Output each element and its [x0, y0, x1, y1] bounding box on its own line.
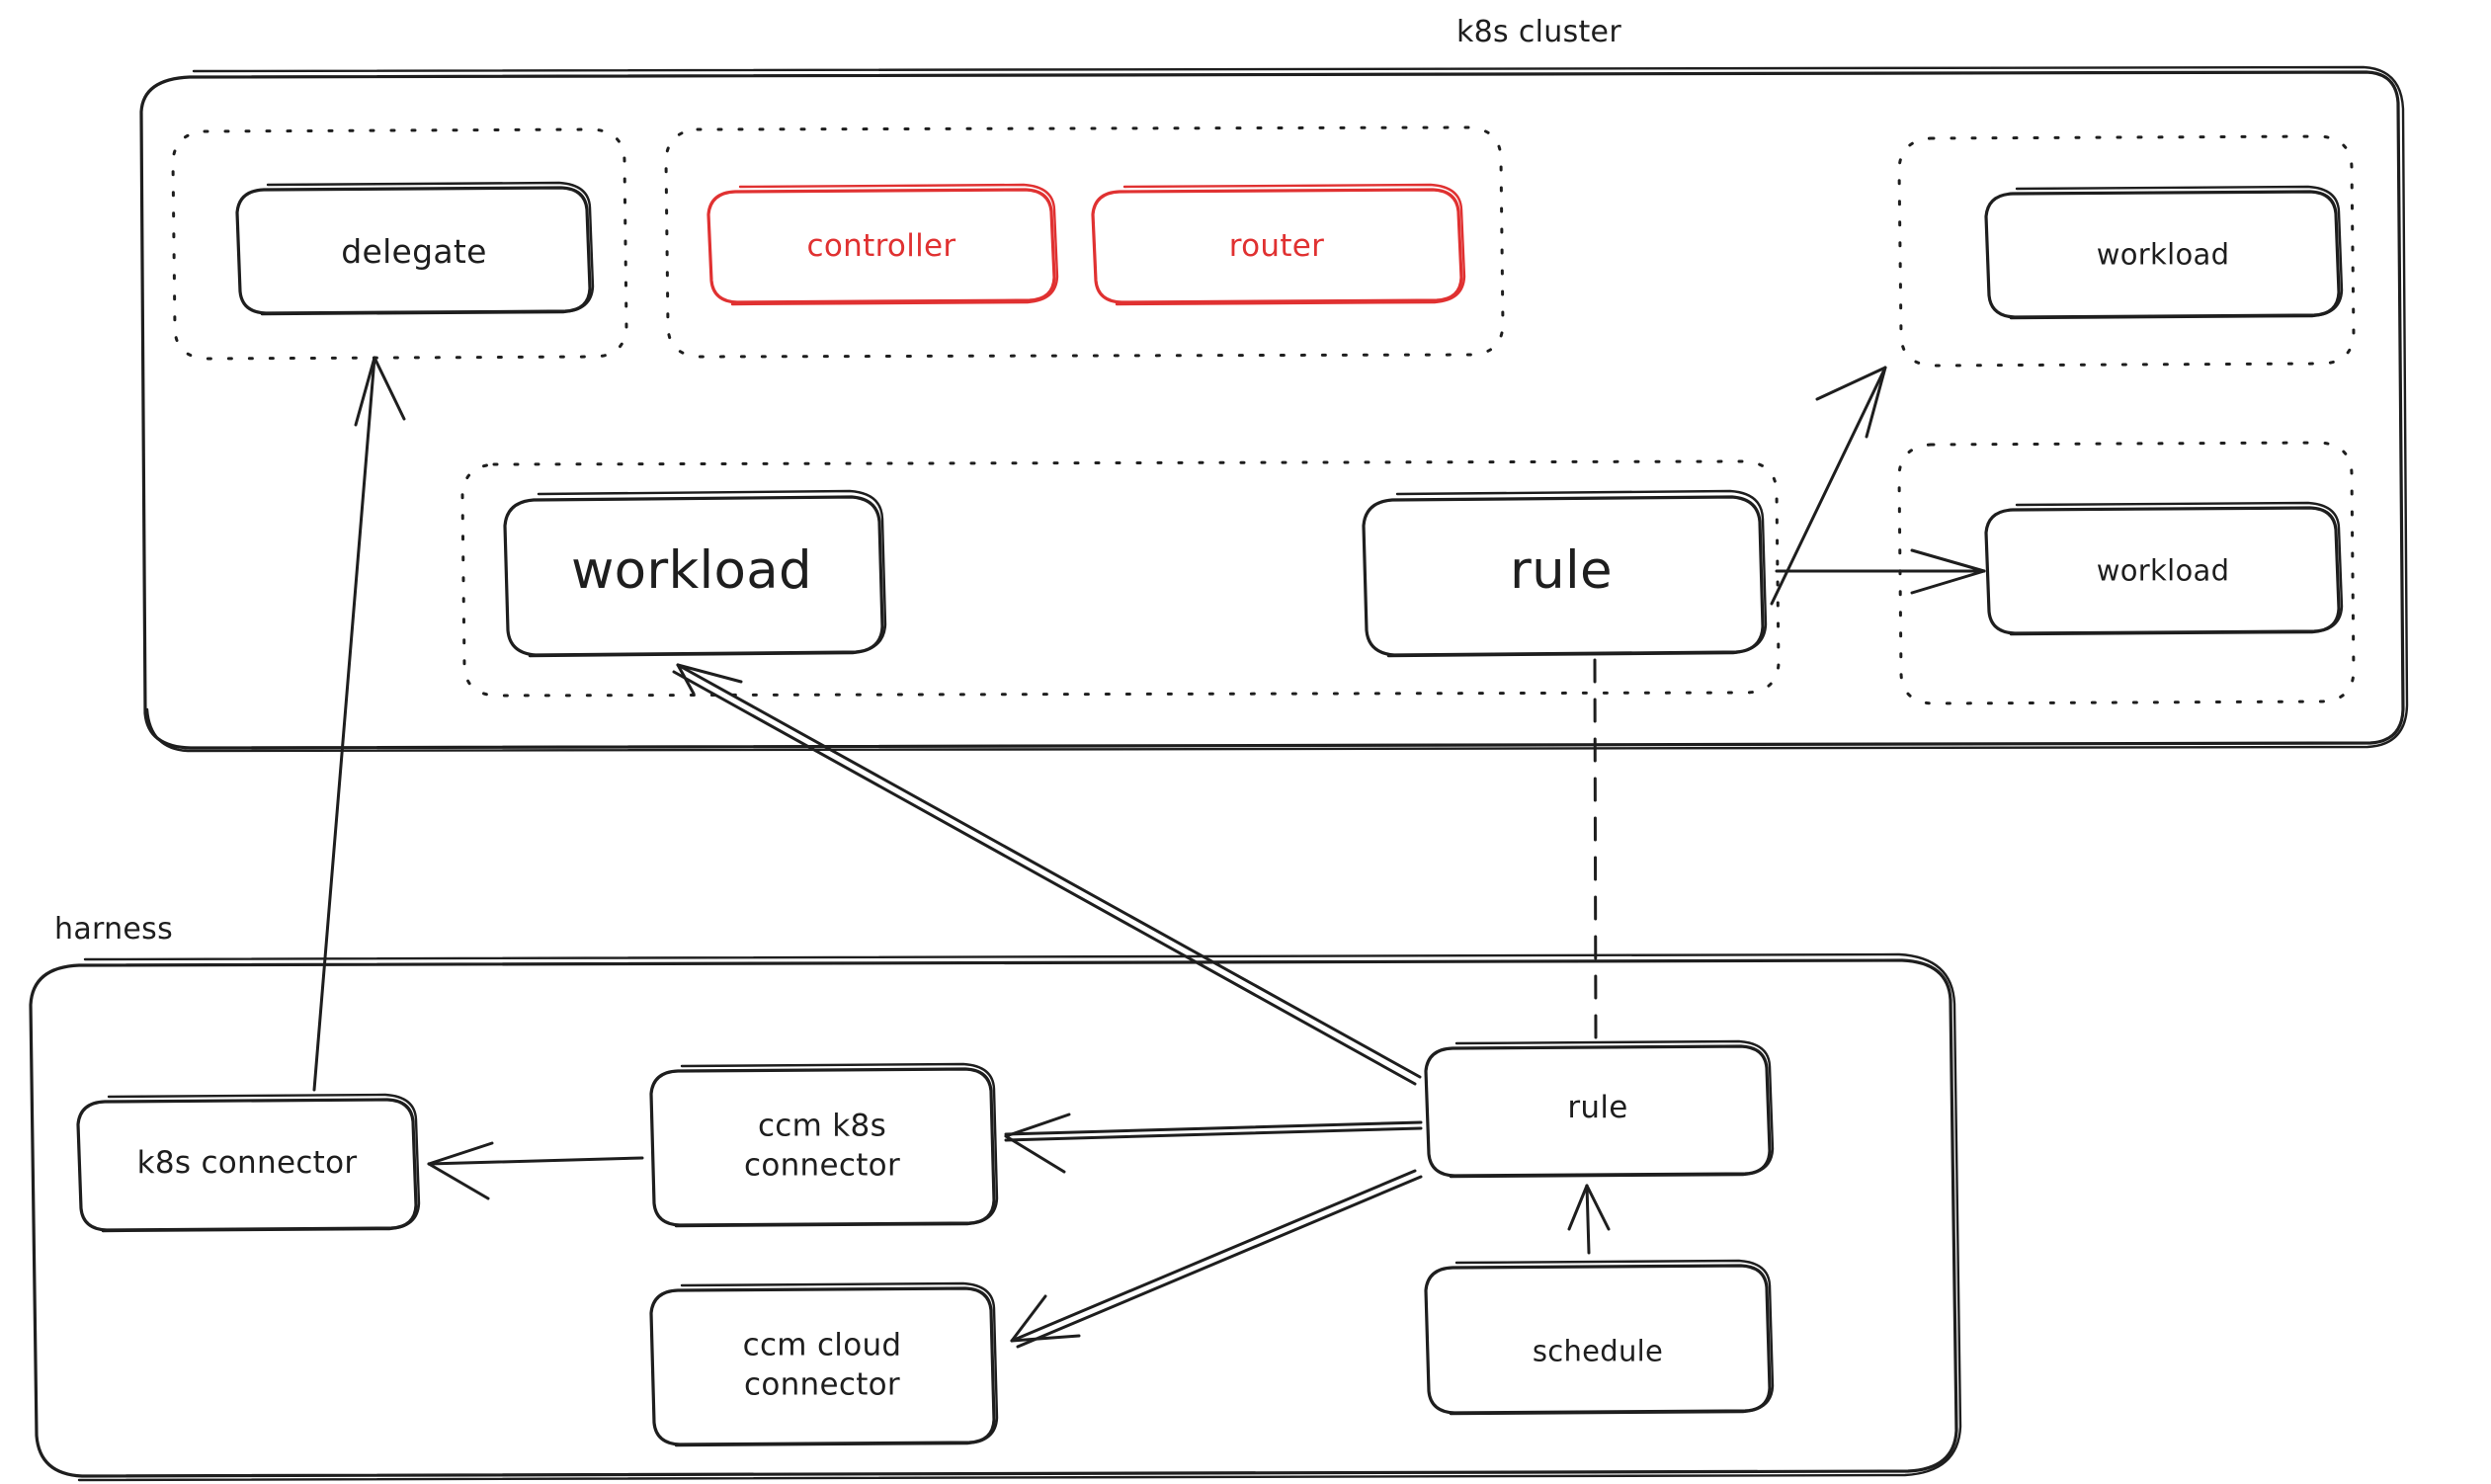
group-controller-router — [664, 125, 1505, 359]
node-k8s-connector[interactable] — [76, 1093, 421, 1233]
node-rule-harness[interactable] — [1424, 1039, 1775, 1179]
node-router[interactable] — [1091, 183, 1466, 306]
group-workload-bottom-right — [1897, 441, 2356, 705]
container-k8s-cluster — [139, 65, 2409, 753]
node-ccm-cloud-connector[interactable] — [649, 1281, 999, 1447]
edge-k8s-connector-to-delegate — [312, 356, 406, 1092]
group-workload-top-right — [1897, 134, 2356, 368]
group-workload-rule — [460, 459, 1781, 698]
edge-rule-harness-to-workload-center — [672, 663, 1422, 1086]
node-delegate[interactable] — [235, 181, 595, 316]
node-rule-cluster[interactable] — [1362, 489, 1768, 658]
node-ccm-k8s-connector[interactable] — [649, 1062, 999, 1228]
edge-rule-harness-to-ccm-cloud-connector — [1010, 1169, 1423, 1349]
edge-schedule-to-rule-harness — [1567, 1184, 1611, 1255]
group-delegate — [171, 127, 628, 361]
edge-rule-to-workload-bottom-right — [1775, 548, 1986, 595]
node-schedule[interactable] — [1424, 1259, 1775, 1416]
node-controller[interactable] — [706, 183, 1059, 306]
node-workload-top-right[interactable] — [1984, 185, 2344, 320]
edge-rule-harness-to-ccm-k8s-connector — [1004, 1113, 1423, 1174]
edge-ccm-k8s-to-k8s-connector — [427, 1141, 644, 1200]
node-workload-center[interactable] — [503, 489, 887, 658]
container-harness — [29, 952, 1962, 1482]
edge-rule-to-workload-top-right — [1770, 366, 1887, 606]
edge-rule-cluster-to-rule-harness-dashed — [1593, 658, 1598, 1041]
node-workload-bottom-right[interactable] — [1984, 501, 2344, 636]
